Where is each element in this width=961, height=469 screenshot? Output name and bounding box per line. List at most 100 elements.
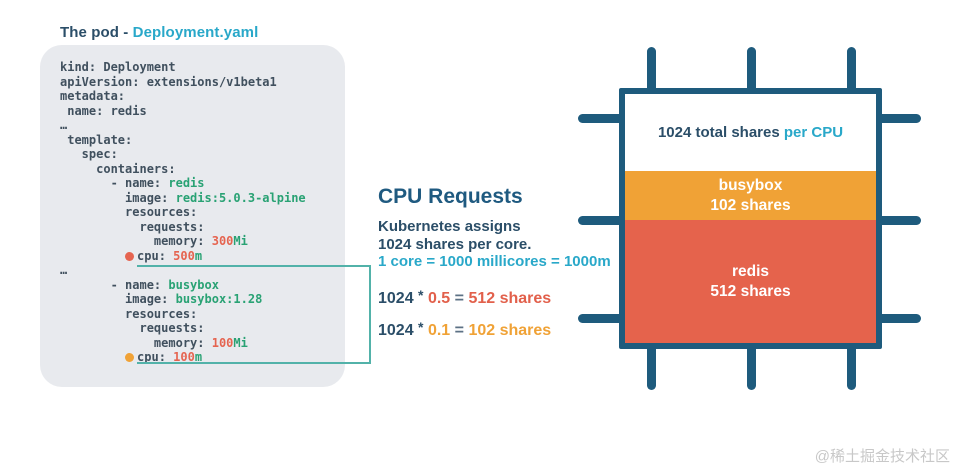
formula-result: 102 shares (468, 322, 552, 339)
code-token: memory: (60, 234, 212, 248)
cpu-chip-body: 1024 total shares per CPU busybox 102 sh… (619, 88, 882, 349)
code-token: 100 (211, 335, 234, 350)
code-token: requests: (60, 321, 205, 335)
code-token: name: redis (60, 103, 147, 118)
chip-pin-icon (747, 47, 756, 93)
chip-pin-icon (578, 114, 624, 123)
code-token: 500 (173, 248, 195, 263)
code-token: metadata: (60, 89, 126, 103)
code-token: cpu: (137, 350, 174, 364)
code-token: … (60, 263, 68, 277)
code-token: memory: (60, 335, 212, 350)
formula-factor: 0.1 (427, 322, 451, 339)
chip-title-text: 1024 total shares (657, 124, 784, 141)
formula-busybox-shares: 1024 * 0.1 = 102 shares (378, 319, 551, 340)
code-line: image: redis:5.0.3-alpine (60, 191, 345, 206)
code-token: image: (60, 190, 176, 205)
cpu-requests-description: Kubernetes assigns 1024 shares per core.… (378, 218, 611, 271)
code-line: memory: 300Mi (60, 234, 345, 249)
equals-sign: = (454, 290, 464, 307)
chip-pin-icon (747, 344, 756, 390)
code-token: resources: (60, 205, 198, 219)
formula-base: 1024 (378, 322, 414, 339)
chip-title: 1024 total shares per CPU (658, 124, 843, 141)
pod-title-text: The pod - (60, 24, 133, 41)
chip-redis-band: redis 512 shares (625, 220, 876, 343)
code-token: containers: (60, 161, 176, 176)
equals-sign: = (454, 322, 464, 339)
formula-factor: 0.5 (427, 290, 451, 307)
pod-title: The pod - Deployment.yaml (60, 24, 258, 41)
code-line: template: (60, 133, 345, 148)
multiply-operator: * (418, 319, 424, 335)
code-token: Mi (233, 234, 248, 248)
code-line: kind: Deployment (60, 60, 345, 75)
formula-result: 512 shares (468, 290, 552, 307)
code-token: m (194, 248, 203, 263)
busybox-band-shares: 102 shares (710, 196, 791, 214)
redis-band-shares: 512 shares (710, 282, 791, 300)
chip-total-shares-band: 1024 total shares per CPU (625, 94, 876, 171)
code-token: 100 (173, 350, 195, 364)
code-line: spec: (60, 147, 345, 162)
code-line: memory: 100Mi (60, 336, 345, 351)
code-token: - name: (60, 176, 169, 190)
formula-base: 1024 (378, 290, 414, 307)
code-line: requests: (60, 321, 345, 336)
code-token: apiVersion: extensions/v1beta1 (60, 74, 277, 89)
chip-pin-icon (875, 216, 921, 225)
cpu-connector-bracket (137, 265, 371, 364)
chip-pin-icon (647, 344, 656, 390)
code-line: … (60, 263, 345, 278)
code-line: - name: redis (60, 176, 345, 191)
chip-busybox-band: busybox 102 shares (625, 171, 876, 220)
code-token: busybox (168, 277, 219, 292)
watermark: @稀土掘金技术社区 (814, 448, 950, 465)
code-token: spec: (60, 147, 118, 161)
code-token (60, 249, 125, 263)
code-token: template: (60, 132, 133, 147)
code-line: … (60, 118, 345, 133)
chip-pin-icon (647, 47, 656, 93)
code-token: kind: Deployment (60, 60, 176, 74)
redis-cpu-dot-icon (125, 251, 135, 261)
redis-band-name: redis (731, 262, 770, 280)
chip-title-accent: per CPU (783, 124, 844, 141)
chip-pin-icon (578, 314, 624, 323)
code-token: - name: (60, 277, 169, 292)
pod-title-filename: Deployment.yaml (132, 24, 259, 41)
code-token: busybox:1.28 (175, 292, 263, 306)
code-line: resources: (60, 205, 345, 220)
chip-pin-icon (847, 344, 856, 390)
code-token: … (60, 118, 68, 132)
multiply-operator: * (418, 287, 424, 303)
code-token (60, 350, 125, 364)
code-line: name: redis (60, 104, 345, 119)
chip-pin-icon (875, 314, 921, 323)
busybox-band-name: busybox (718, 176, 783, 194)
description-line-2: 1024 shares per core. (378, 235, 532, 253)
code-token: m (194, 350, 203, 364)
chip-pin-icon (847, 47, 856, 93)
code-line: containers: (60, 162, 345, 177)
code-line: apiVersion: extensions/v1beta1 (60, 75, 345, 90)
code-line: resources: (60, 307, 345, 322)
cpu-requests-heading: CPU Requests (378, 185, 523, 208)
description-line-3: 1 core = 1000 millicores = 1000m (378, 253, 611, 270)
code-line: requests: (60, 220, 345, 235)
code-token: cpu: (137, 248, 174, 263)
code-token: redis:5.0.3-alpine (175, 190, 306, 205)
formula-redis-shares: 1024 * 0.5 = 512 shares (378, 287, 551, 308)
code-line: metadata: (60, 89, 345, 104)
cpu-chip-diagram: 1024 total shares per CPU busybox 102 sh… (577, 46, 923, 392)
busybox-cpu-dot-icon (125, 353, 135, 362)
chip-pin-icon (578, 216, 624, 225)
code-token: 300 (211, 234, 234, 248)
chip-pin-icon (875, 114, 921, 123)
code-token: image: (60, 292, 176, 306)
code-line: - name: busybox (60, 278, 345, 293)
code-line: cpu: 500m (60, 249, 345, 264)
code-token: redis (168, 176, 205, 190)
